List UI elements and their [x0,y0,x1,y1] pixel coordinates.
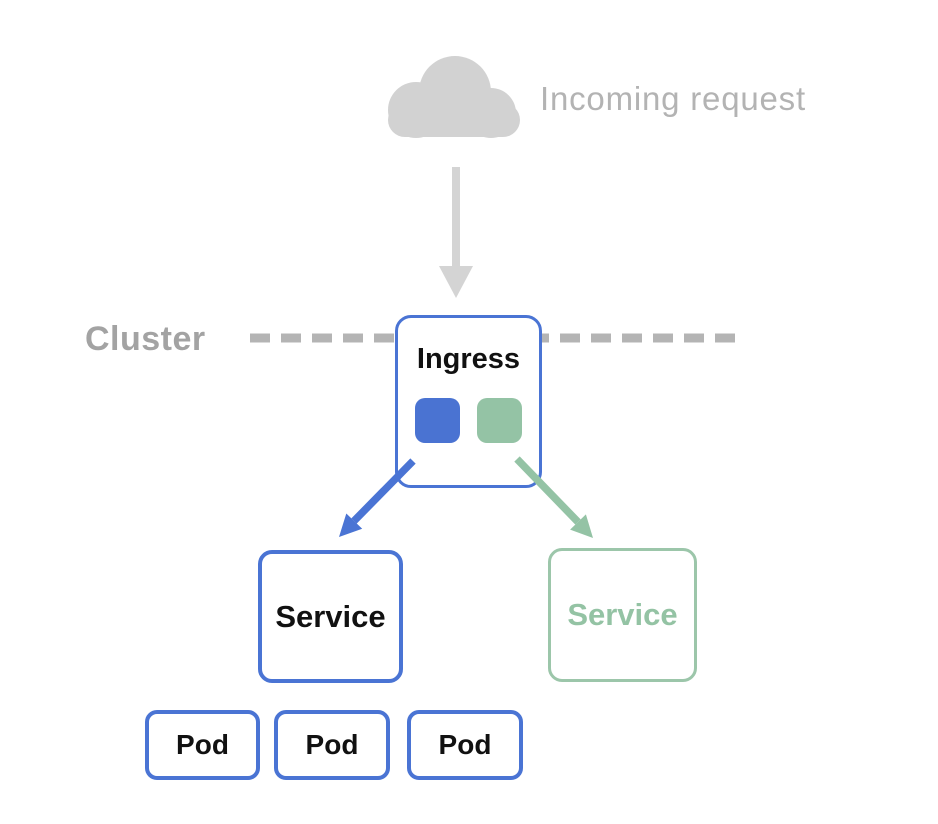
pod-box: Pod [145,710,260,780]
arrow-down-icon [439,167,473,298]
ingress-endpoints [415,398,522,443]
pod-label: Pod [305,729,359,760]
incoming-request-label: Incoming request [540,80,806,117]
pod-label: Pod [438,729,492,760]
ingress-endpoint-blue [415,398,460,443]
ingress-label: Ingress [416,343,521,375]
pod-box: Pod [407,710,523,780]
ingress-box: Ingress [395,315,542,488]
pod-label: Pod [176,729,229,760]
service-label: Service [275,598,386,634]
pod-box: Pod [274,710,390,780]
cluster-label: Cluster [85,320,206,358]
cloud-icon [388,56,520,138]
ingress-endpoint-green [477,398,522,443]
service-label: Service [567,597,678,632]
service-box-blue: Service [258,550,403,683]
service-box-green: Service [548,548,697,682]
